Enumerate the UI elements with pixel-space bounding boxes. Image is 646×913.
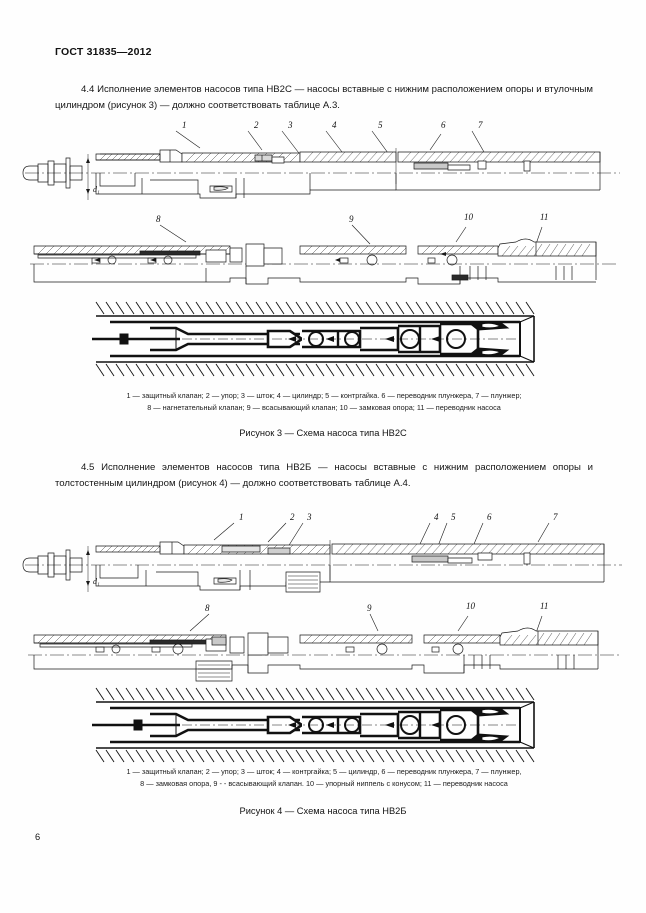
figure-4-dimension-label: d₁ bbox=[93, 577, 100, 586]
figure-3-band-top bbox=[0, 128, 646, 210]
figure-4-callout-10: 10 bbox=[466, 601, 475, 611]
figure-3-callout-6: 6 bbox=[441, 120, 446, 130]
figure-3-callout-4: 4 bbox=[332, 120, 337, 130]
figure-4-callout-11: 11 bbox=[540, 601, 549, 611]
figure-3-band-middle bbox=[0, 222, 646, 296]
figure-4-callout-5: 5 bbox=[451, 512, 456, 522]
figure-3-callout-7: 7 bbox=[478, 120, 483, 130]
standard-header: ГОСТ 31835—2012 bbox=[55, 46, 152, 58]
figure-4-band-top bbox=[0, 520, 646, 602]
figure-3-legend-line-2: 8 — нагнетательный клапан; 9 — всасывающ… bbox=[147, 402, 501, 412]
figure-3-caption: Рисунок 3 — Схема насоса типа НВ2С bbox=[239, 428, 407, 438]
figure-3-legend: 1 — защитный клапан; 2 — упор; 3 — шток;… bbox=[48, 390, 600, 413]
figure-3-callout-8: 8 bbox=[156, 214, 161, 224]
paragraph-4-4: 4.4 Исполнение элементов насосов типа НВ… bbox=[55, 82, 593, 113]
figure-3-callout-5: 5 bbox=[378, 120, 383, 130]
figure-4-band-schematic bbox=[0, 686, 646, 764]
figure-3-callout-3: 3 bbox=[288, 120, 293, 130]
figure-4-drawing-schematic bbox=[92, 687, 535, 763]
figure-4-callout-4: 4 bbox=[434, 512, 439, 522]
figure-3-drawing-schematic bbox=[92, 301, 535, 377]
figure-4-callout-8: 8 bbox=[205, 603, 210, 613]
figure-4-drawing-middle bbox=[28, 613, 620, 682]
page-number: 6 bbox=[35, 832, 41, 842]
figure-4-callout-3: 3 bbox=[307, 512, 312, 522]
figure-3-callout-9: 9 bbox=[349, 214, 354, 224]
figure-4-callout-6: 6 bbox=[487, 512, 492, 522]
figure-3-legend-line-1: 1 — защитный клапан; 2 — упор; 3 — шток;… bbox=[126, 391, 522, 400]
paragraph-4-5-text: 4.5 Исполнение элементов насосов типа НВ… bbox=[55, 462, 593, 489]
figure-4-legend-line-1: 1 — защитный клапан; 2 — упор; 3 — шток;… bbox=[126, 767, 522, 776]
figure-3-drawing-top bbox=[22, 130, 620, 200]
figure-4-callout-1: 1 bbox=[239, 512, 244, 522]
figure-3-dimension-label: d₁ bbox=[93, 185, 100, 194]
figure-3-drawing-middle bbox=[30, 224, 618, 285]
figure-3-callout-10: 10 bbox=[464, 212, 473, 222]
figure-4-callout-7: 7 bbox=[553, 512, 558, 522]
figure-4-band-middle bbox=[0, 611, 646, 685]
figure-3-callout-2: 2 bbox=[254, 120, 259, 130]
figure-4-callout-9: 9 bbox=[367, 603, 372, 613]
figure-3-band-schematic bbox=[0, 298, 646, 380]
figure-4-callout-2: 2 bbox=[290, 512, 295, 522]
figure-4-legend-line-2: 8 — замковая опора, 9 - - всасывающий кл… bbox=[140, 778, 508, 788]
figure-3-callout-11: 11 bbox=[540, 212, 549, 222]
paragraph-4-4-text: 4.4 Исполнение элементов насосов типа НВ… bbox=[55, 84, 593, 111]
figure-3-callout-1: 1 bbox=[182, 120, 187, 130]
figure-4-caption: Рисунок 4 — Схема насоса типа НВ2Б bbox=[239, 806, 407, 816]
figure-4-legend: 1 — защитный клапан; 2 — упор; 3 — шток;… bbox=[48, 766, 600, 789]
paragraph-4-5: 4.5 Исполнение элементов насосов типа НВ… bbox=[55, 460, 593, 491]
figure-4-drawing-top bbox=[22, 522, 622, 593]
